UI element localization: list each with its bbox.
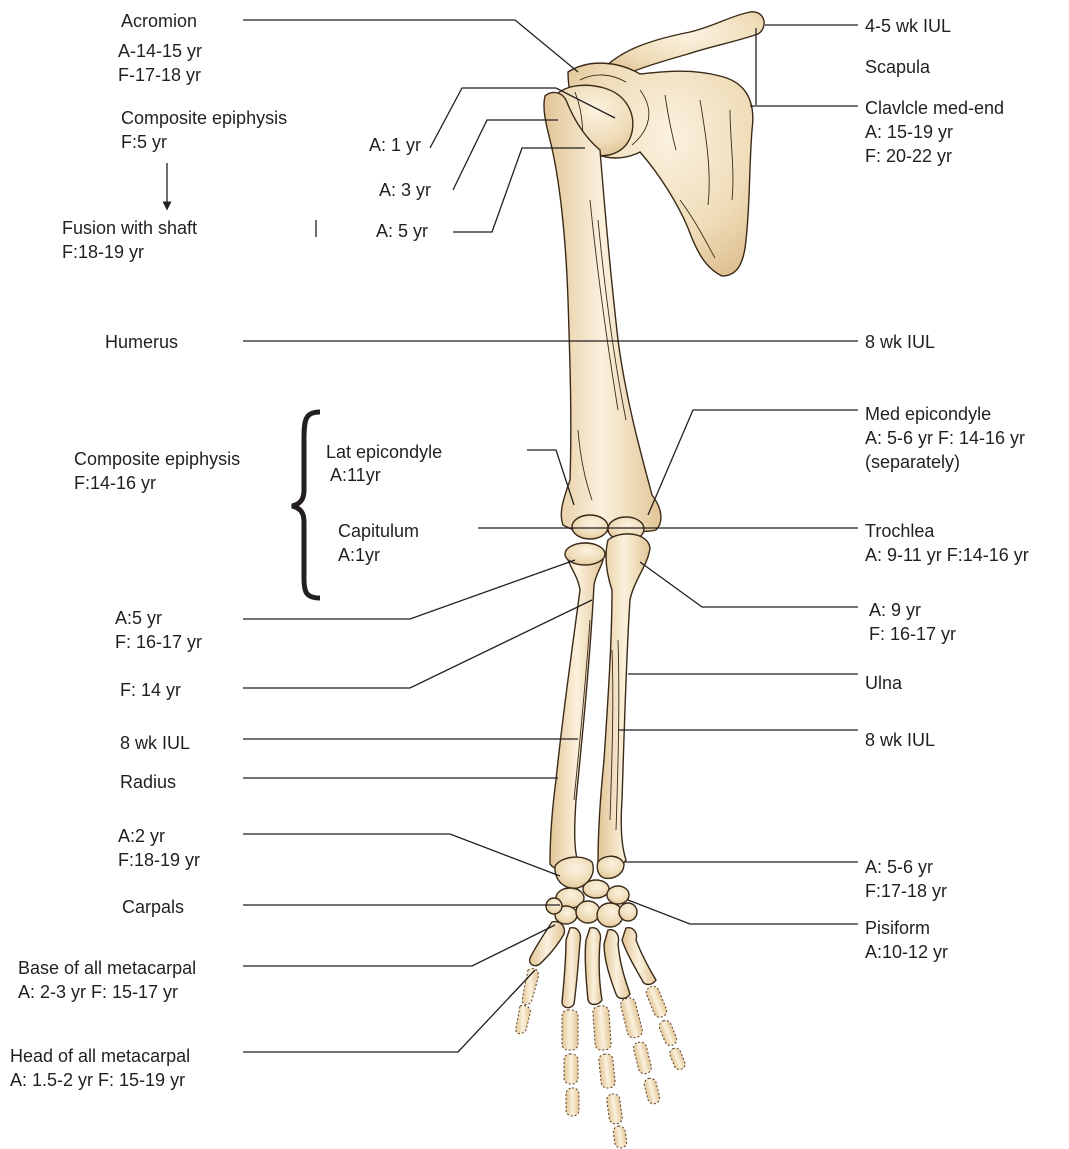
label-base-metacarpal: Base of all metacarpal — [18, 958, 196, 978]
label-med-epicondyle: Med epicondyle — [865, 404, 991, 424]
label-lat-epicondyle-a: A:11yr — [330, 465, 381, 485]
label-a-1yr: A: 1 yr — [369, 135, 421, 155]
label-composite-epiphysis-top-f: F:5 yr — [121, 132, 167, 152]
label-humerus: Humerus — [105, 332, 178, 352]
label-capitulum-a: A:1yr — [338, 545, 380, 565]
label-ulna: Ulna — [865, 673, 903, 693]
brace-icon — [292, 412, 320, 598]
label-radius-distal-f: F:18-19 yr — [118, 850, 200, 870]
label-carpals: Carpals — [122, 897, 184, 917]
label-lat-epicondyle: Lat epicondyle — [326, 442, 442, 462]
label-composite-epiphysis-elbow: Composite epiphysis — [74, 449, 240, 469]
label-ulna-distal-a: A: 5-6 yr — [865, 857, 933, 877]
label-radius-head-f: F: 16-17 yr — [115, 632, 202, 652]
label-head-metacarpal-af: A: 1.5-2 yr F: 15-19 yr — [10, 1070, 185, 1090]
label-ulna-distal-f: F:17-18 yr — [865, 881, 947, 901]
label-fusion-with-shaft: Fusion with shaft — [62, 218, 197, 238]
labels: Acromion A-14-15 yr F-17-18 yr Composite… — [10, 11, 1029, 1090]
radius-bone — [550, 543, 604, 870]
label-fusion-with-shaft-f: F:18-19 yr — [62, 242, 144, 262]
capitulum-bone — [572, 515, 608, 539]
arm-skeleton — [516, 12, 764, 1149]
ulna-distal-epiphysis — [597, 856, 624, 878]
label-head-metacarpal: Head of all metacarpal — [10, 1046, 190, 1066]
label-a-3yr: A: 3 yr — [379, 180, 431, 200]
label-trochlea: Trochlea — [865, 521, 935, 541]
label-iul-4-5wk: 4-5 wk IUL — [865, 16, 951, 36]
label-trochlea-af: A: 9-11 yr F:14-16 yr — [865, 545, 1029, 565]
label-a-5yr: A: 5 yr — [376, 221, 428, 241]
label-f-14yr: F: 14 yr — [120, 680, 181, 700]
label-clavicle-a: A: 15-19 yr — [865, 122, 953, 142]
label-capitulum: Capitulum — [338, 521, 419, 541]
label-acromion-f: F-17-18 yr — [118, 65, 201, 85]
label-med-epicondyle-note: (separately) — [865, 452, 960, 472]
label-composite-epiphysis-elbow-f: F:14-16 yr — [74, 473, 156, 493]
ulna-bone — [598, 534, 650, 869]
label-radius: Radius — [120, 772, 176, 792]
label-radius-head-a: A:5 yr — [115, 608, 162, 628]
label-radius-iul: 8 wk IUL — [120, 733, 190, 753]
label-clavicle-med-end: Clavlcle med-end — [865, 98, 1004, 118]
label-ulna-iul: 8 wk IUL — [865, 730, 935, 750]
label-acromion: Acromion — [121, 11, 197, 31]
label-humerus-iul: 8 wk IUL — [865, 332, 935, 352]
label-clavicle-f: F: 20-22 yr — [865, 146, 952, 166]
label-pisiform-a: A:10-12 yr — [865, 942, 948, 962]
label-radius-distal-a: A:2 yr — [118, 826, 165, 846]
label-scapula: Scapula — [865, 57, 931, 77]
leader-lines — [167, 20, 858, 1052]
label-pisiform: Pisiform — [865, 918, 930, 938]
label-ulna-top-a: A: 9 yr — [869, 600, 921, 620]
label-acromion-a: A-14-15 yr — [118, 41, 202, 61]
label-base-metacarpal-af: A: 2-3 yr F: 15-17 yr — [18, 982, 178, 1002]
label-composite-epiphysis-top: Composite epiphysis — [121, 108, 287, 128]
label-ulna-top-f: F: 16-17 yr — [869, 624, 956, 644]
metacarpal-bones — [530, 922, 656, 1008]
carpal-bones — [546, 880, 637, 927]
label-med-epicondyle-af: A: 5-6 yr F: 14-16 yr — [865, 428, 1025, 448]
